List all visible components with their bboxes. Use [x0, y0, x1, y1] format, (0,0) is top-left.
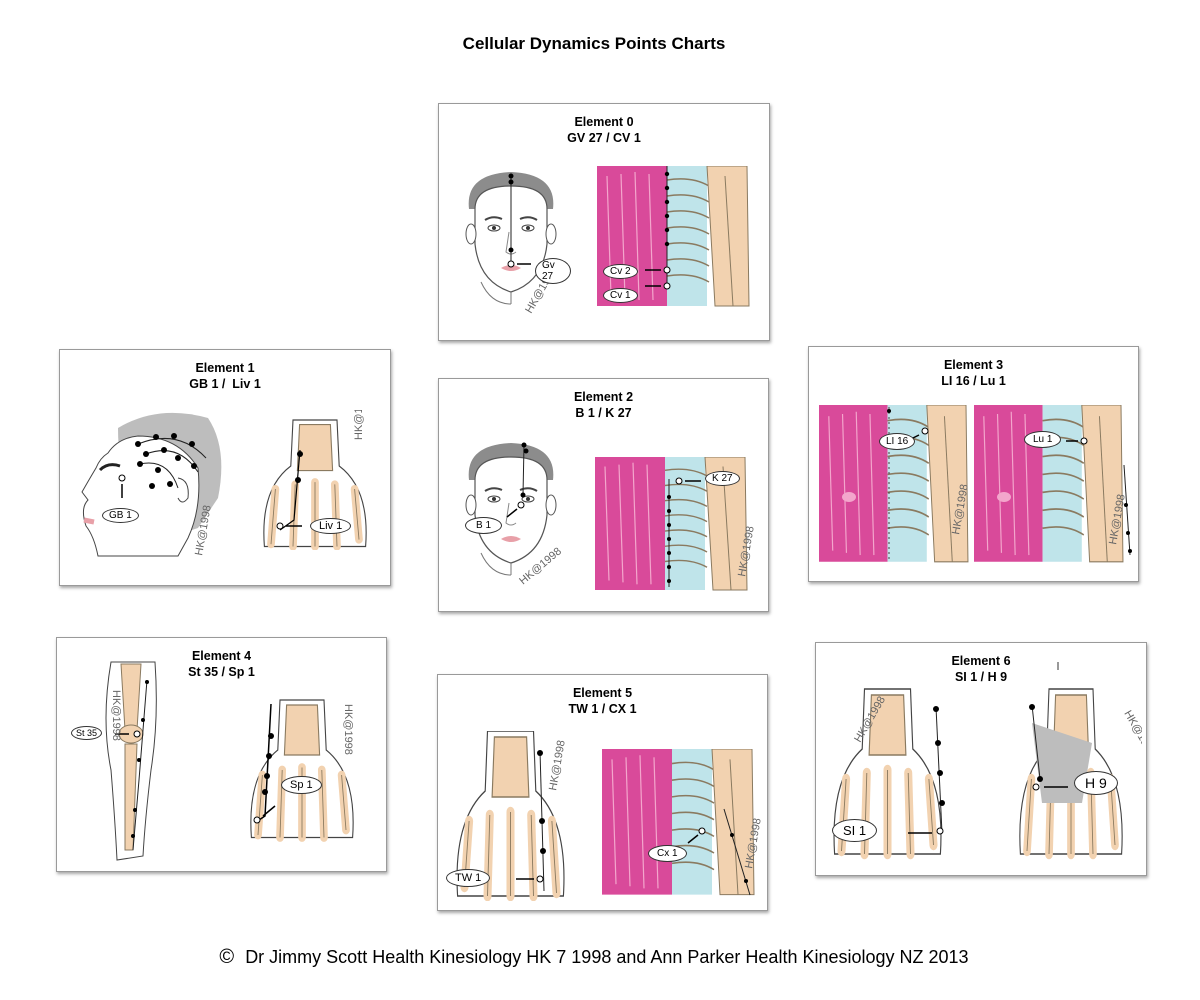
- element-3-heading: Element 3 LI 16 / Lu 1: [809, 357, 1138, 389]
- b1-label-text: B 1: [476, 520, 492, 531]
- k27-label: K 27: [705, 471, 740, 486]
- element-2-torso-figure: HK@1998 K 27: [595, 457, 755, 591]
- element-0-torso-figure: Cv 2 Cv 1: [597, 166, 757, 308]
- element-2-heading: Element 2 B 1 / K 27: [439, 389, 768, 421]
- element-5-panel: Element 5 TW 1 / CX 1 HK@1998 TW 1 HK@19…: [437, 674, 768, 911]
- element-5-hand-figure: HK@1998 TW 1: [446, 731, 576, 901]
- element-4-foot-figure: HK@1998 Sp 1: [243, 696, 363, 846]
- element-3-points: LI 16 / Lu 1: [941, 374, 1006, 388]
- st35-label: St 35: [71, 726, 103, 740]
- copyright-footer: © Dr Jimmy Scott Health Kinesiology HK 7…: [0, 946, 1188, 969]
- si1-label: SI 1: [832, 819, 878, 842]
- gb1-label: GB 1: [102, 508, 139, 523]
- element-3-left-shoulder-figure: HK@1998 LI 16: [819, 405, 969, 563]
- cv1-label-text: Cv 1: [610, 290, 631, 301]
- lu1-label: Lu 1: [1024, 431, 1062, 448]
- element-6-title: Element 6: [951, 654, 1011, 668]
- element-1-watermark-2: HK@1998: [353, 410, 365, 440]
- element-1-panel: Element 1 GB 1 / Liv 1 HK@1998 GB 1: [59, 349, 391, 586]
- element-5-torso-figure: HK@1998 Cx 1: [602, 749, 762, 897]
- element-1-points: GB 1 / Liv 1: [189, 377, 261, 391]
- element-6-heading: Element 6 SI 1 / H 9: [816, 653, 1146, 685]
- element-6-points: SI 1 / H 9: [954, 670, 1008, 684]
- element-4-watermark-1: HK@1998: [110, 690, 122, 741]
- liv1-label: Liv 1: [310, 518, 352, 534]
- gv27-label-text: Gv 27: [542, 260, 555, 282]
- element-0-title: Element 0: [574, 115, 634, 129]
- element-1-title: Element 1: [195, 361, 255, 375]
- element-6-watermark-2: HK@1998: [1121, 709, 1142, 759]
- text-cursor-icon: [1057, 662, 1059, 670]
- element-1-foot-figure: HK@1998 Liv 1: [250, 410, 370, 550]
- element-3-title: Element 3: [943, 358, 1004, 372]
- b1-label: B 1: [465, 517, 503, 534]
- sp1-label-text: Sp 1: [290, 779, 313, 791]
- cv2-label: Cv 2: [603, 264, 638, 279]
- element-6-panel: Element 6 SI 1 / H 9 HK@1998 SI 1 HK@199…: [815, 642, 1147, 876]
- element-1-head-profile-figure: HK@1998 GB 1: [78, 408, 228, 558]
- element-4-leg-figure: HK@1998 St 35: [71, 660, 181, 866]
- page-title: Cellular Dynamics Points Charts: [462, 34, 726, 53]
- copyright-symbol: ©: [219, 946, 235, 968]
- element-6-palm-figure: HK@1998 H 9: [1012, 683, 1142, 863]
- li16-label-text: LI 16: [886, 436, 909, 447]
- element-5-points: TW 1 / CX 1: [568, 702, 637, 716]
- gv27-label: Gv 27: [535, 258, 571, 284]
- sp1-label: Sp 1: [281, 776, 322, 794]
- element-0-panel: Element 0 GV 27 / CV 1 HK@1998 Gv 27 Cv …: [438, 103, 770, 341]
- element-2-title: Element 2: [573, 390, 634, 404]
- element-2-points: B 1 / K 27: [575, 406, 632, 420]
- h9-label-text: H 9: [1085, 775, 1107, 791]
- element-4-panel: Element 4 St 35 / Sp 1 HK@1998 St 35: [56, 637, 387, 872]
- element-0-points: GV 27 / CV 1: [567, 131, 641, 145]
- element-4-points: St 35 / Sp 1: [188, 665, 255, 679]
- element-5-heading: Element 5 TW 1 / CX 1: [438, 685, 767, 717]
- element-3-right-shoulder-figure: HK@1998 Lu 1: [974, 405, 1134, 563]
- element-0-face-figure: HK@1998 Gv 27: [461, 164, 571, 324]
- element-1-heading: Element 1 GB 1 / Liv 1: [60, 360, 390, 392]
- element-6-back-hand-figure: HK@1998 SI 1: [824, 683, 954, 863]
- element-5-watermark-1: HK@1998: [547, 739, 568, 791]
- lu1-label-text: Lu 1: [1033, 434, 1053, 445]
- element-2-face-figure: HK@1998 B 1: [461, 435, 571, 595]
- tw1-label: TW 1: [446, 869, 491, 887]
- element-4-title: Element 4: [191, 649, 252, 663]
- element-4-watermark-2: HK@1998: [342, 704, 354, 755]
- h9-label: H 9: [1074, 771, 1118, 795]
- st35-label-text: St 35: [76, 728, 98, 738]
- li16-label: LI 16: [879, 433, 916, 450]
- liv1-label-text: Liv 1: [319, 520, 343, 532]
- gb1-label-text: GB 1: [109, 510, 132, 521]
- tw1-label-text: TW 1: [455, 872, 482, 884]
- element-4-heading: Element 4 St 35 / Sp 1: [57, 648, 386, 680]
- cv2-label-text: Cv 2: [610, 266, 631, 277]
- cx1-label-text: Cx 1: [657, 848, 678, 859]
- cv1-label: Cv 1: [603, 288, 638, 303]
- element-2-panel: Element 2 B 1 / K 27 HK@1998 B 1 HK@1998: [438, 378, 769, 612]
- element-0-heading: Element 0 GV 27 / CV 1: [439, 114, 769, 146]
- cx1-label: Cx 1: [648, 845, 687, 862]
- si1-label-text: SI 1: [843, 823, 867, 838]
- element-5-title: Element 5: [572, 686, 633, 700]
- copyright-text: Dr Jimmy Scott Health Kinesiology HK 7 1…: [245, 947, 969, 967]
- element-3-panel: Element 3 LI 16 / Lu 1 HK@1998 LI 16 HK@…: [808, 346, 1139, 582]
- k27-label-text: K 27: [712, 473, 733, 484]
